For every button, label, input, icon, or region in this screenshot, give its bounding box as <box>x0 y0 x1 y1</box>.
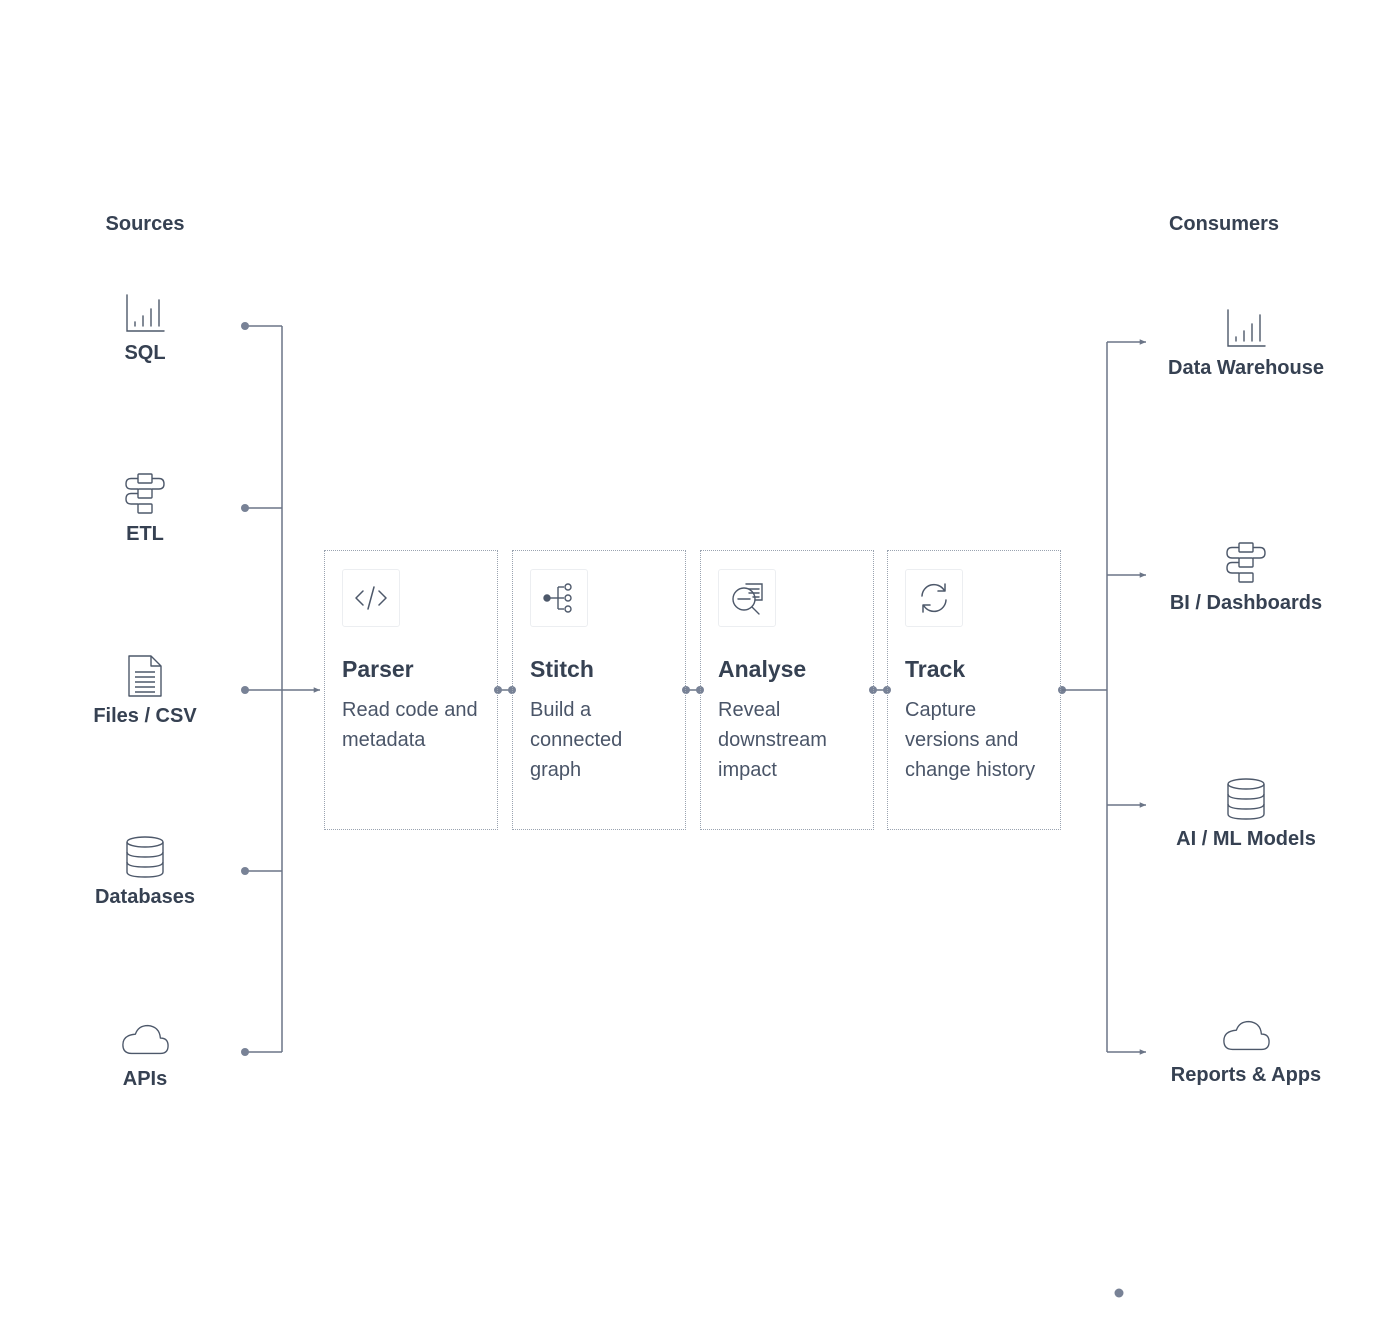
source-sql: SQL <box>35 290 255 365</box>
step-title-parser: Parser <box>342 656 414 682</box>
step-title-analyse: Analyse <box>718 656 807 682</box>
database-icon <box>1221 776 1271 822</box>
database-icon <box>120 834 170 880</box>
consumer-data-warehouse: Data Warehouse <box>1136 305 1356 380</box>
source-files-csv: Files / CSV <box>35 653 255 728</box>
sources-bracket <box>245 325 320 1053</box>
cloud-icon <box>120 1016 170 1062</box>
source-label-databases: Databases <box>94 886 196 908</box>
step-analyse: Analyse Reveal downstream impact <box>700 550 874 830</box>
workflow-icon <box>1221 540 1271 586</box>
stray-dot <box>1114 1288 1124 1298</box>
step-desc-parser: Read code and metadata <box>342 699 478 751</box>
step-stitch: Stitch Build a connected graph <box>512 550 686 830</box>
source-label-files-csv: Files / CSV <box>93 705 197 727</box>
step-desc-track: Capture versions and change history <box>905 699 1036 781</box>
consumers-bracket <box>1062 339 1146 1055</box>
source-label-apis: APIs <box>122 1068 168 1090</box>
source-dot-apis <box>241 1048 249 1056</box>
consumer-label-ai-ml-models: AI / ML Models <box>1176 828 1316 850</box>
graph-icon <box>530 569 588 627</box>
step-title-stitch: Stitch <box>530 656 594 682</box>
source-dot-sql <box>241 322 249 330</box>
source-databases: Databases <box>35 834 255 909</box>
consumer-label-bi-dashboards: BI / Dashboards <box>1169 592 1323 614</box>
document-icon <box>120 653 170 699</box>
source-label-sql: SQL <box>124 342 166 364</box>
bar-chart-icon <box>120 290 170 336</box>
consumer-label-data-warehouse: Data Warehouse <box>1168 357 1324 379</box>
consumer-label-reports-apps: Reports & Apps <box>1170 1064 1322 1086</box>
consumer-reports-apps: Reports & Apps <box>1136 1012 1356 1087</box>
source-dot-etl <box>241 504 249 512</box>
bar-chart-icon <box>1221 305 1271 351</box>
source-label-etl: ETL <box>126 523 164 545</box>
consumer-ai-ml-models: AI / ML Models <box>1136 776 1356 851</box>
refresh-icon <box>905 569 963 627</box>
consumers-heading: Consumers <box>1168 213 1280 235</box>
cloud-icon <box>1221 1012 1271 1058</box>
sources-heading: Sources <box>105 213 185 235</box>
source-dot-files <box>241 686 249 694</box>
search-impact-icon <box>718 569 776 627</box>
step-track: Track Capture versions and change histor… <box>887 550 1061 830</box>
code-icon <box>342 569 400 627</box>
consumer-bi-dashboards: BI / Dashboards <box>1136 540 1356 615</box>
step-title-track: Track <box>905 656 966 682</box>
step-desc-analyse: Reveal downstream impact <box>718 699 827 781</box>
source-dots <box>241 322 249 1056</box>
workflow-icon <box>120 471 170 517</box>
source-dot-databases <box>241 867 249 875</box>
source-apis: APIs <box>35 1016 255 1091</box>
source-etl: ETL <box>35 471 255 546</box>
step-parser: Parser Read code and metadata <box>324 550 498 830</box>
step-link-dots <box>494 686 1066 694</box>
step-desc-stitch: Build a connected graph <box>530 699 623 781</box>
